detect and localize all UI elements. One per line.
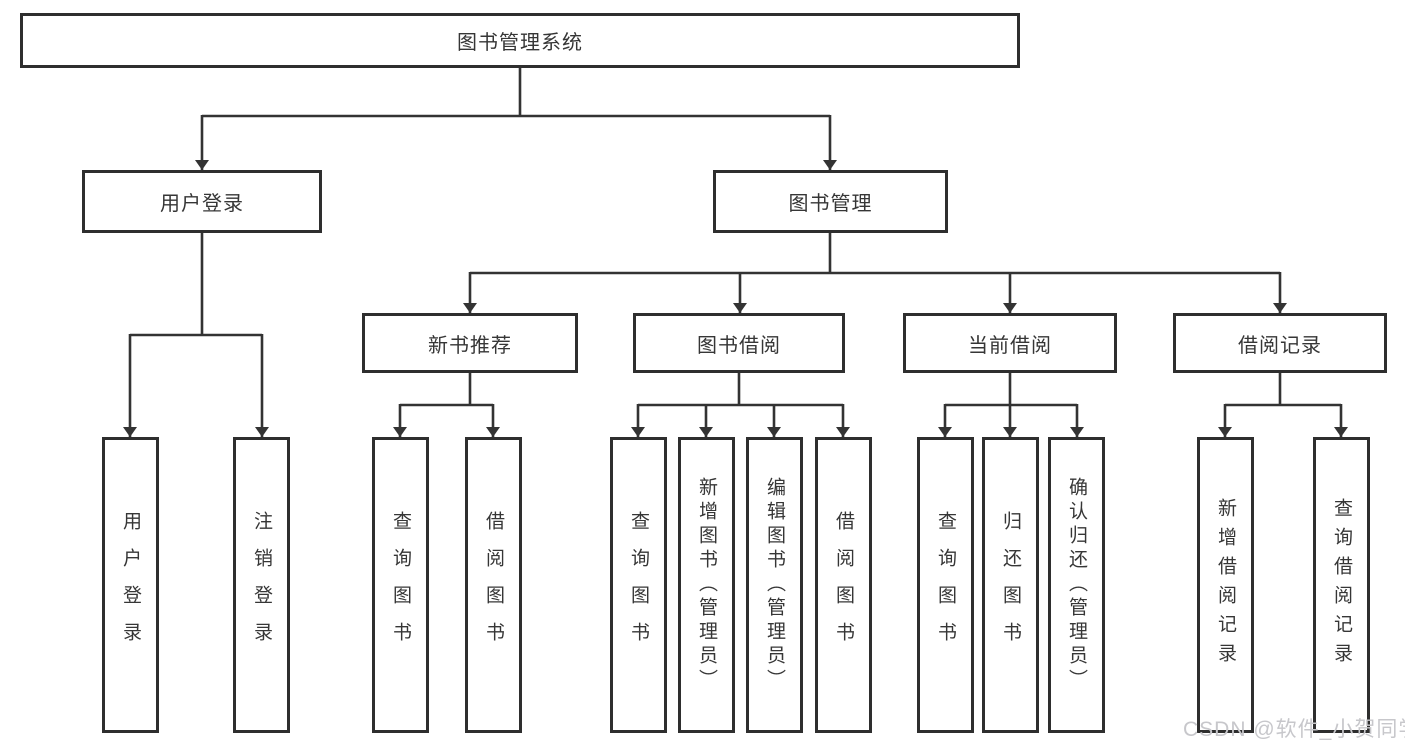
node-add-borrow-record: 新增借阅记录 xyxy=(1197,437,1254,733)
node-borrow-records: 借阅记录 xyxy=(1173,313,1387,373)
node-root-system: 图书管理系统 xyxy=(20,13,1020,68)
node-query-books-borrow: 查询图书 xyxy=(610,437,667,733)
node-add-books-admin: 新增图书（管理员） xyxy=(678,437,735,733)
node-confirm-return-admin: 确认归还（管理员） xyxy=(1048,437,1105,733)
node-logout-action: 注销登录 xyxy=(233,437,290,733)
node-borrow-books-recommend: 借阅图书 xyxy=(465,437,522,733)
node-query-books-current: 查询图书 xyxy=(917,437,974,733)
node-book-management: 图书管理 xyxy=(713,170,948,233)
node-query-books-recommend: 查询图书 xyxy=(372,437,429,733)
node-query-borrow-record: 查询借阅记录 xyxy=(1313,437,1370,733)
csdn-watermark: CSDN @软件_小贺同学 xyxy=(1183,718,1405,741)
node-user-login-action: 用户登录 xyxy=(102,437,159,733)
node-current-borrow: 当前借阅 xyxy=(903,313,1117,373)
node-edit-books-admin: 编辑图书（管理员） xyxy=(746,437,803,733)
node-user-login: 用户登录 xyxy=(82,170,322,233)
node-return-books: 归还图书 xyxy=(982,437,1039,733)
node-borrow-books-action: 借阅图书 xyxy=(815,437,872,733)
node-book-borrow: 图书借阅 xyxy=(633,313,845,373)
node-new-book-recommend: 新书推荐 xyxy=(362,313,578,373)
